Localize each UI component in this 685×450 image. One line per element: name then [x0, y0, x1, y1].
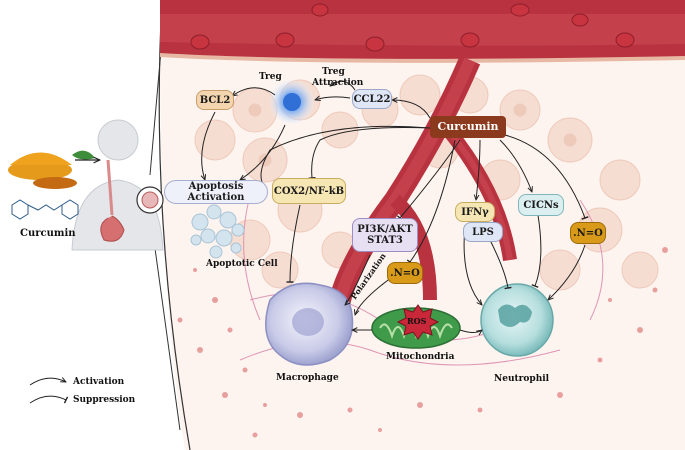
- apoptotic-cell-label: Apoptotic Cell: [206, 259, 278, 269]
- lps-node: LPS: [463, 222, 503, 242]
- arrow-pi3k-to-macrophage: [345, 254, 371, 305]
- cox2-nfkb-node: COX2/NF-kB: [272, 178, 346, 204]
- neutrophil-icon: [480, 283, 554, 357]
- legend: Activation Suppression: [29, 377, 136, 405]
- turmeric-icon: [8, 150, 95, 189]
- arrow-curcumin-to-ifng: [476, 139, 481, 200]
- arrow-ccl22-attraction: [330, 81, 356, 91]
- apoptosis-activation-node: Apoptosis Activation: [164, 180, 268, 204]
- magnifier-icon: [136, 186, 164, 214]
- arrow-cicns-to-neutrophil: [531, 214, 542, 288]
- macrophage-label: Macrophage: [276, 373, 339, 383]
- arrow-curcumin-to-ccl22: [392, 100, 431, 119]
- arrow-curcumin-to-no-left: [406, 139, 456, 265]
- treg-label: Treg: [259, 72, 282, 82]
- treg-attraction-label-line2: Attraction: [312, 78, 364, 88]
- arrow-no-right-to-neutrophil: [548, 244, 586, 300]
- no-left-node: .N=O: [387, 262, 423, 284]
- curcumin-compound-label: Curcumin: [20, 228, 76, 239]
- arrow-curcumin-to-apoptosis: [260, 125, 431, 183]
- macrophage-icon: [265, 282, 354, 366]
- ros-label: ROS: [407, 316, 427, 326]
- arrow-curcumin-to-cox2: [308, 127, 431, 179]
- legend-suppression-arrow: [29, 395, 69, 404]
- arrow-cox2-to-macrophage: [286, 204, 301, 283]
- ros-star-icon: [396, 304, 440, 340]
- ccl22-node: CCL22: [352, 89, 392, 109]
- curcumin-node: Curcumin: [430, 116, 506, 138]
- legend-activation-arrow: [29, 378, 66, 386]
- bcl2-node: BCL2: [196, 90, 234, 110]
- pathway-arrows: [202, 81, 589, 333]
- curcumin-structure-icon: [11, 199, 79, 220]
- legend-activation-label: Activation: [72, 377, 125, 387]
- pi3k-akt-label: PI3K/AKT: [357, 224, 413, 235]
- legend-suppression-label: Suppression: [73, 395, 136, 405]
- stat3-label: STAT3: [367, 235, 403, 246]
- pi3k-akt-stat3-node: PI3K/AKT STAT3: [352, 218, 418, 252]
- neutrophil-label: Neutrophil: [494, 374, 550, 384]
- apoptotic-cell-icon: [190, 204, 245, 259]
- arrow-curcumin-to-no-right: [504, 134, 589, 220]
- red-blood-cells: [190, 3, 635, 52]
- arrow-curcumin-to-cicns: [499, 139, 532, 192]
- mitochondria-label: Mitochondria: [386, 352, 455, 362]
- human-body-icon: [71, 119, 164, 251]
- no-right-node: .N=O: [570, 222, 606, 244]
- treg-attraction-label-line1: Treg: [322, 67, 345, 77]
- arrow-treg-to-bcl2: [232, 87, 276, 96]
- arrow-ccl22-to-treg: [315, 97, 351, 100]
- ifng-node: IFNγ: [455, 202, 495, 222]
- arrow-curcumin-to-pi3k: [396, 139, 461, 221]
- particles: [177, 247, 668, 438]
- cicns-node: CICNs: [518, 194, 564, 216]
- treg-cell-icon: [270, 80, 314, 124]
- arrow-lps-to-neutrophil: [489, 239, 512, 290]
- arrow-bcl2-to-apoptosis: [202, 111, 216, 180]
- arrow-ros-to-neutrophil: [459, 330, 482, 333]
